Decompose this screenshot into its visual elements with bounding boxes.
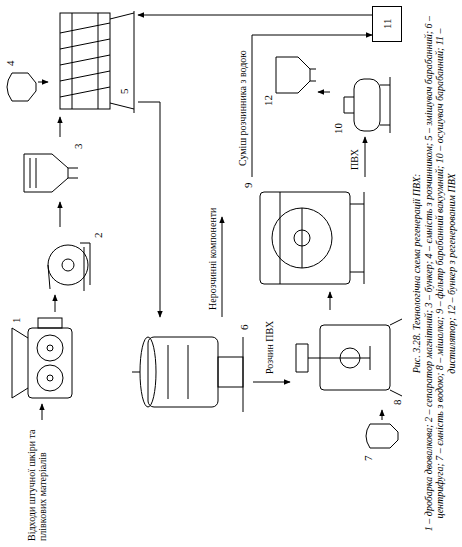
caption-area: Рис. 3.28. Технологічна схема регенераці… (411, 8, 457, 539)
flow-connector (330, 292, 331, 310)
callout-number: 1 (10, 317, 22, 325)
figure-caption: 1 – дробарка двовалкова; 2 – сепаратор м… (423, 8, 458, 539)
flow-label: ПВХ (349, 148, 360, 171)
callout-number: 8 (391, 399, 403, 407)
roll-crusher: 1 (8, 312, 78, 402)
equipment-sketch (48, 7, 138, 117)
flow-label: Суміш розчинника з водою (237, 49, 248, 167)
equipment-sketch (8, 312, 78, 402)
callout-number: 12 (262, 94, 274, 107)
callout-number: 10 (332, 122, 344, 135)
callout-number: 2 (92, 232, 104, 240)
equipment-sketch (240, 177, 370, 292)
callout-number: 6 (238, 324, 250, 332)
magnetic-separator: 2 (40, 227, 106, 295)
callout-number: 7 (362, 455, 374, 463)
input-arrow (42, 404, 43, 420)
water-tank: 7 (362, 420, 402, 462)
figure-title: Рис. 3.28. Технологічна схема регенераці… (411, 8, 423, 539)
flow-connector (60, 117, 61, 137)
flow-connector (318, 92, 330, 93)
equipment-sketch (290, 310, 405, 410)
callout-number: 5 (118, 88, 130, 96)
drum-dryer: 10 (330, 75, 395, 137)
bunker: 3 (18, 137, 86, 202)
centrifuge: 6 (128, 317, 253, 417)
flow-connector (253, 382, 290, 383)
callout-number: 3 (72, 143, 84, 151)
callout-number: 9 (242, 182, 254, 190)
agitator: 8 (290, 310, 405, 410)
vacuum-drum-filter: 9 (240, 177, 370, 292)
distiller: 11 (372, 6, 402, 42)
output-arrow (222, 217, 223, 317)
flow-label: Розчин ПВХ (264, 320, 275, 375)
callout-number: 11 (381, 17, 393, 30)
output-note: Нерозчинні компоненти (207, 199, 218, 311)
flow-connector (365, 137, 366, 177)
flow-connector (138, 102, 160, 317)
equipment-sketch (128, 317, 253, 417)
input-note: Відходи штучної шкіри та плівкових матер… (26, 420, 48, 542)
product-bunker: 12 (262, 47, 318, 107)
flow-connector (55, 295, 56, 312)
drum-mixer: 5 (48, 7, 138, 117)
flow-connector (382, 410, 383, 420)
solvent-tank: 4 (2, 57, 38, 107)
callout-number: 4 (4, 60, 16, 68)
flow-connector (60, 202, 61, 227)
flow-connector (138, 15, 372, 16)
flow-connector (38, 82, 48, 83)
